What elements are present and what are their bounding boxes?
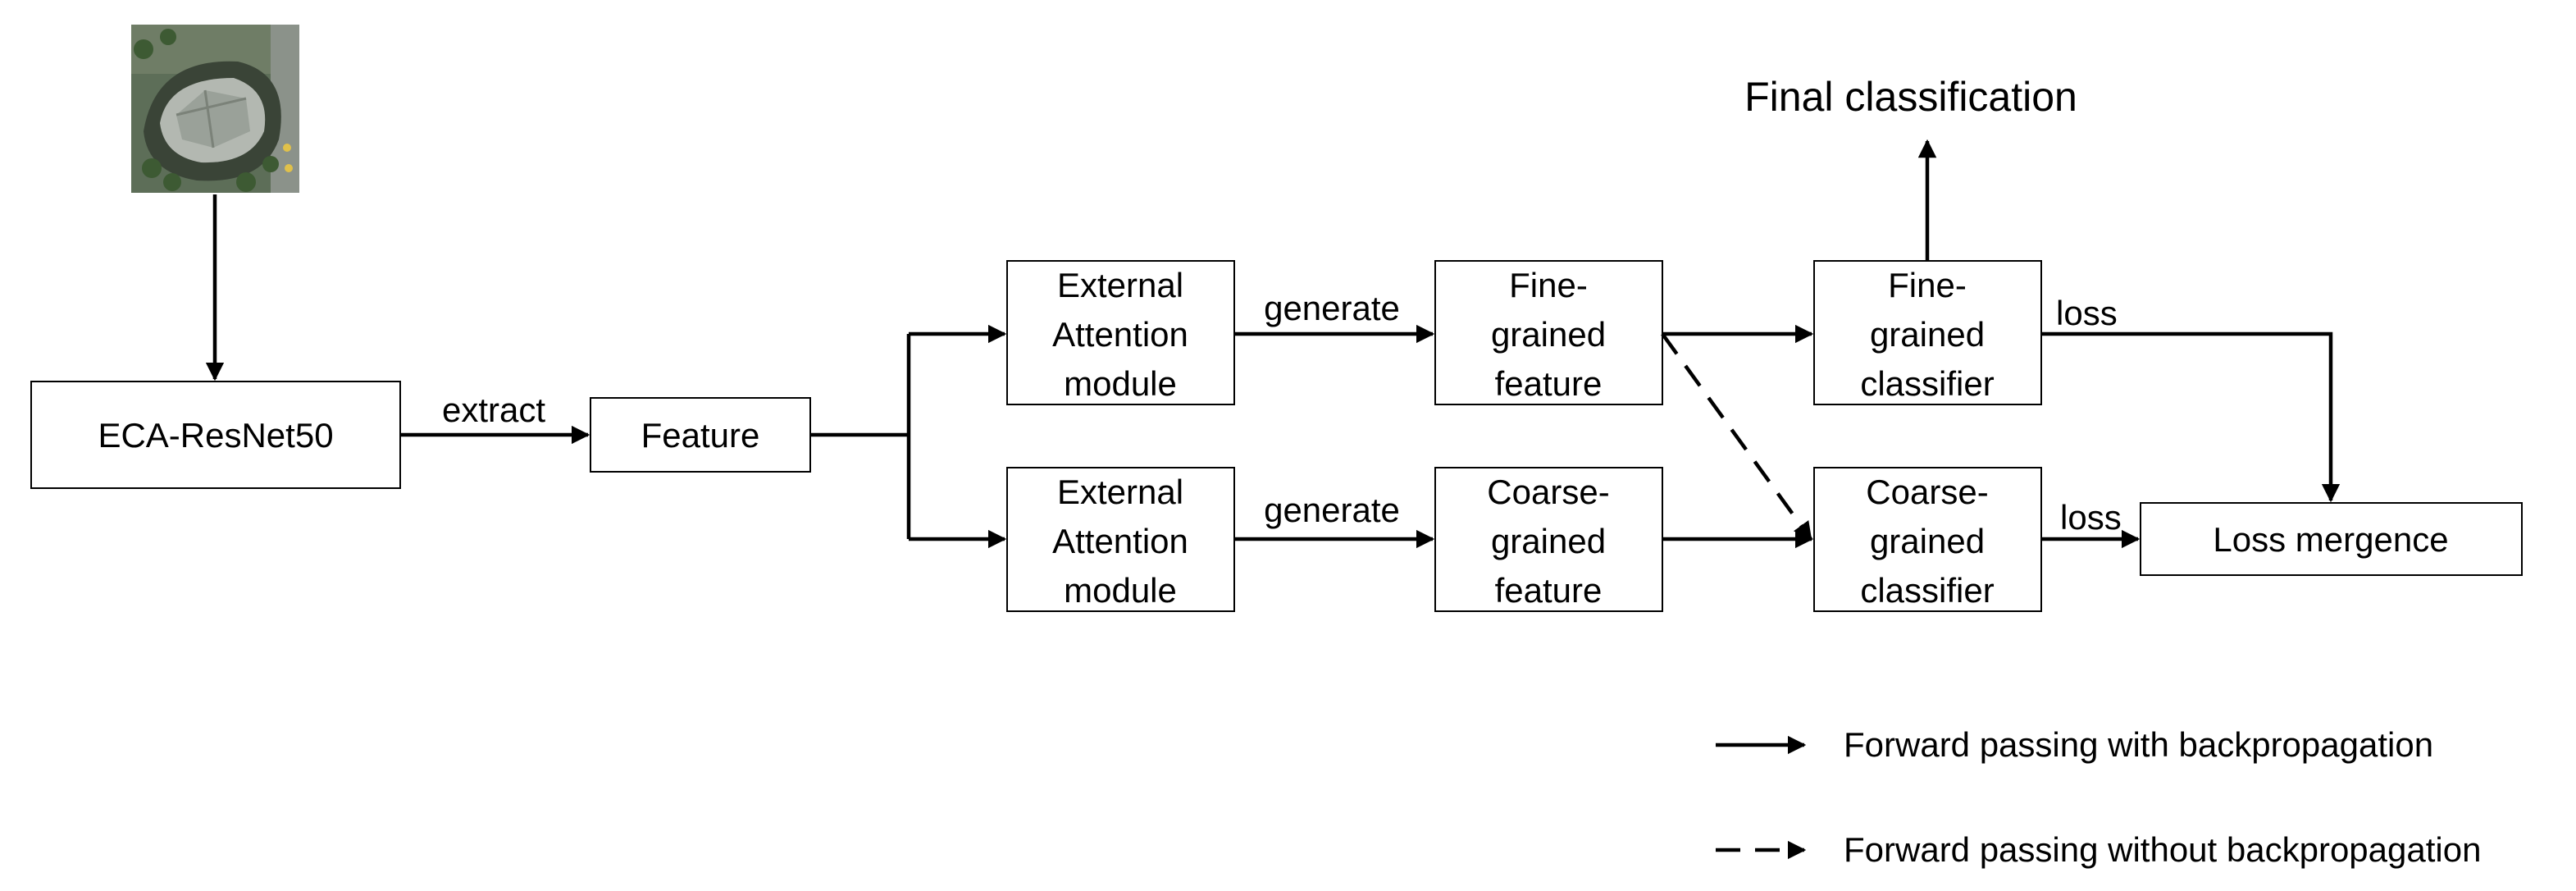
ea-bottom-box	[1006, 467, 1235, 612]
loss-top-label: loss	[2056, 294, 2118, 332]
loss-merge-label: Loss mergence	[2213, 520, 2448, 559]
fine-classifier-label-1: Fine-	[1888, 266, 1967, 304]
coarse-classifier-label-2: grained	[1870, 522, 1985, 560]
fine-feature-label-2: grained	[1491, 315, 1606, 354]
fine-feature-box	[1434, 260, 1663, 405]
legend-solid-label: Forward passing with backpropagation	[1844, 725, 2433, 764]
fine-classifier-label-2: grained	[1870, 315, 1985, 354]
backbone-box	[30, 381, 401, 489]
ea-bottom-label-1: External	[1057, 473, 1183, 511]
coarse-classifier-label-1: Coarse-	[1866, 473, 1988, 511]
fine-loss-to-merge-arrow	[2041, 331, 2341, 503]
coarse-classifier-label-3: classifier	[1860, 571, 1994, 610]
ea-top-label-1: External	[1057, 266, 1183, 304]
coarse-feature-box	[1434, 467, 1663, 612]
legend-dashed-label: Forward passing without backpropagation	[1844, 830, 2481, 869]
final-classification-label: Final classification	[1744, 74, 2077, 120]
fine-classifier-label-3: classifier	[1860, 364, 1994, 403]
feature-split-line	[810, 334, 911, 539]
ea-top-label-2: Attention	[1052, 315, 1188, 354]
ea-bottom-label-2: Attention	[1052, 522, 1188, 560]
ea-top-label-3: module	[1064, 364, 1177, 403]
fine-classifier-box	[1813, 260, 2042, 405]
coarse-feature-label-2: grained	[1491, 522, 1606, 560]
loss-bottom-label: loss	[2060, 498, 2122, 537]
feature-box	[590, 397, 811, 473]
generate-top-label: generate	[1264, 289, 1400, 327]
ea-bottom-label-3: module	[1064, 571, 1177, 610]
loss-merge-box	[2140, 502, 2523, 576]
ea-top-box	[1006, 260, 1235, 405]
generate-bottom-label: generate	[1264, 491, 1400, 529]
fine-to-coarse-classifier-dashed-arrow	[1661, 332, 1812, 541]
legend: Forward passing with backpropagation For…	[1716, 725, 2481, 869]
fine-feature-label-1: Fine-	[1509, 266, 1588, 304]
aerial-image-icon	[131, 25, 299, 193]
coarse-feature-label-1: Coarse-	[1487, 473, 1609, 511]
coarse-feature-label-3: feature	[1495, 571, 1603, 610]
backbone-label: ECA-ResNet50	[98, 416, 333, 455]
fine-feature-label-3: feature	[1495, 364, 1603, 403]
extract-label: extract	[442, 391, 545, 429]
feature-label: Feature	[641, 416, 760, 455]
